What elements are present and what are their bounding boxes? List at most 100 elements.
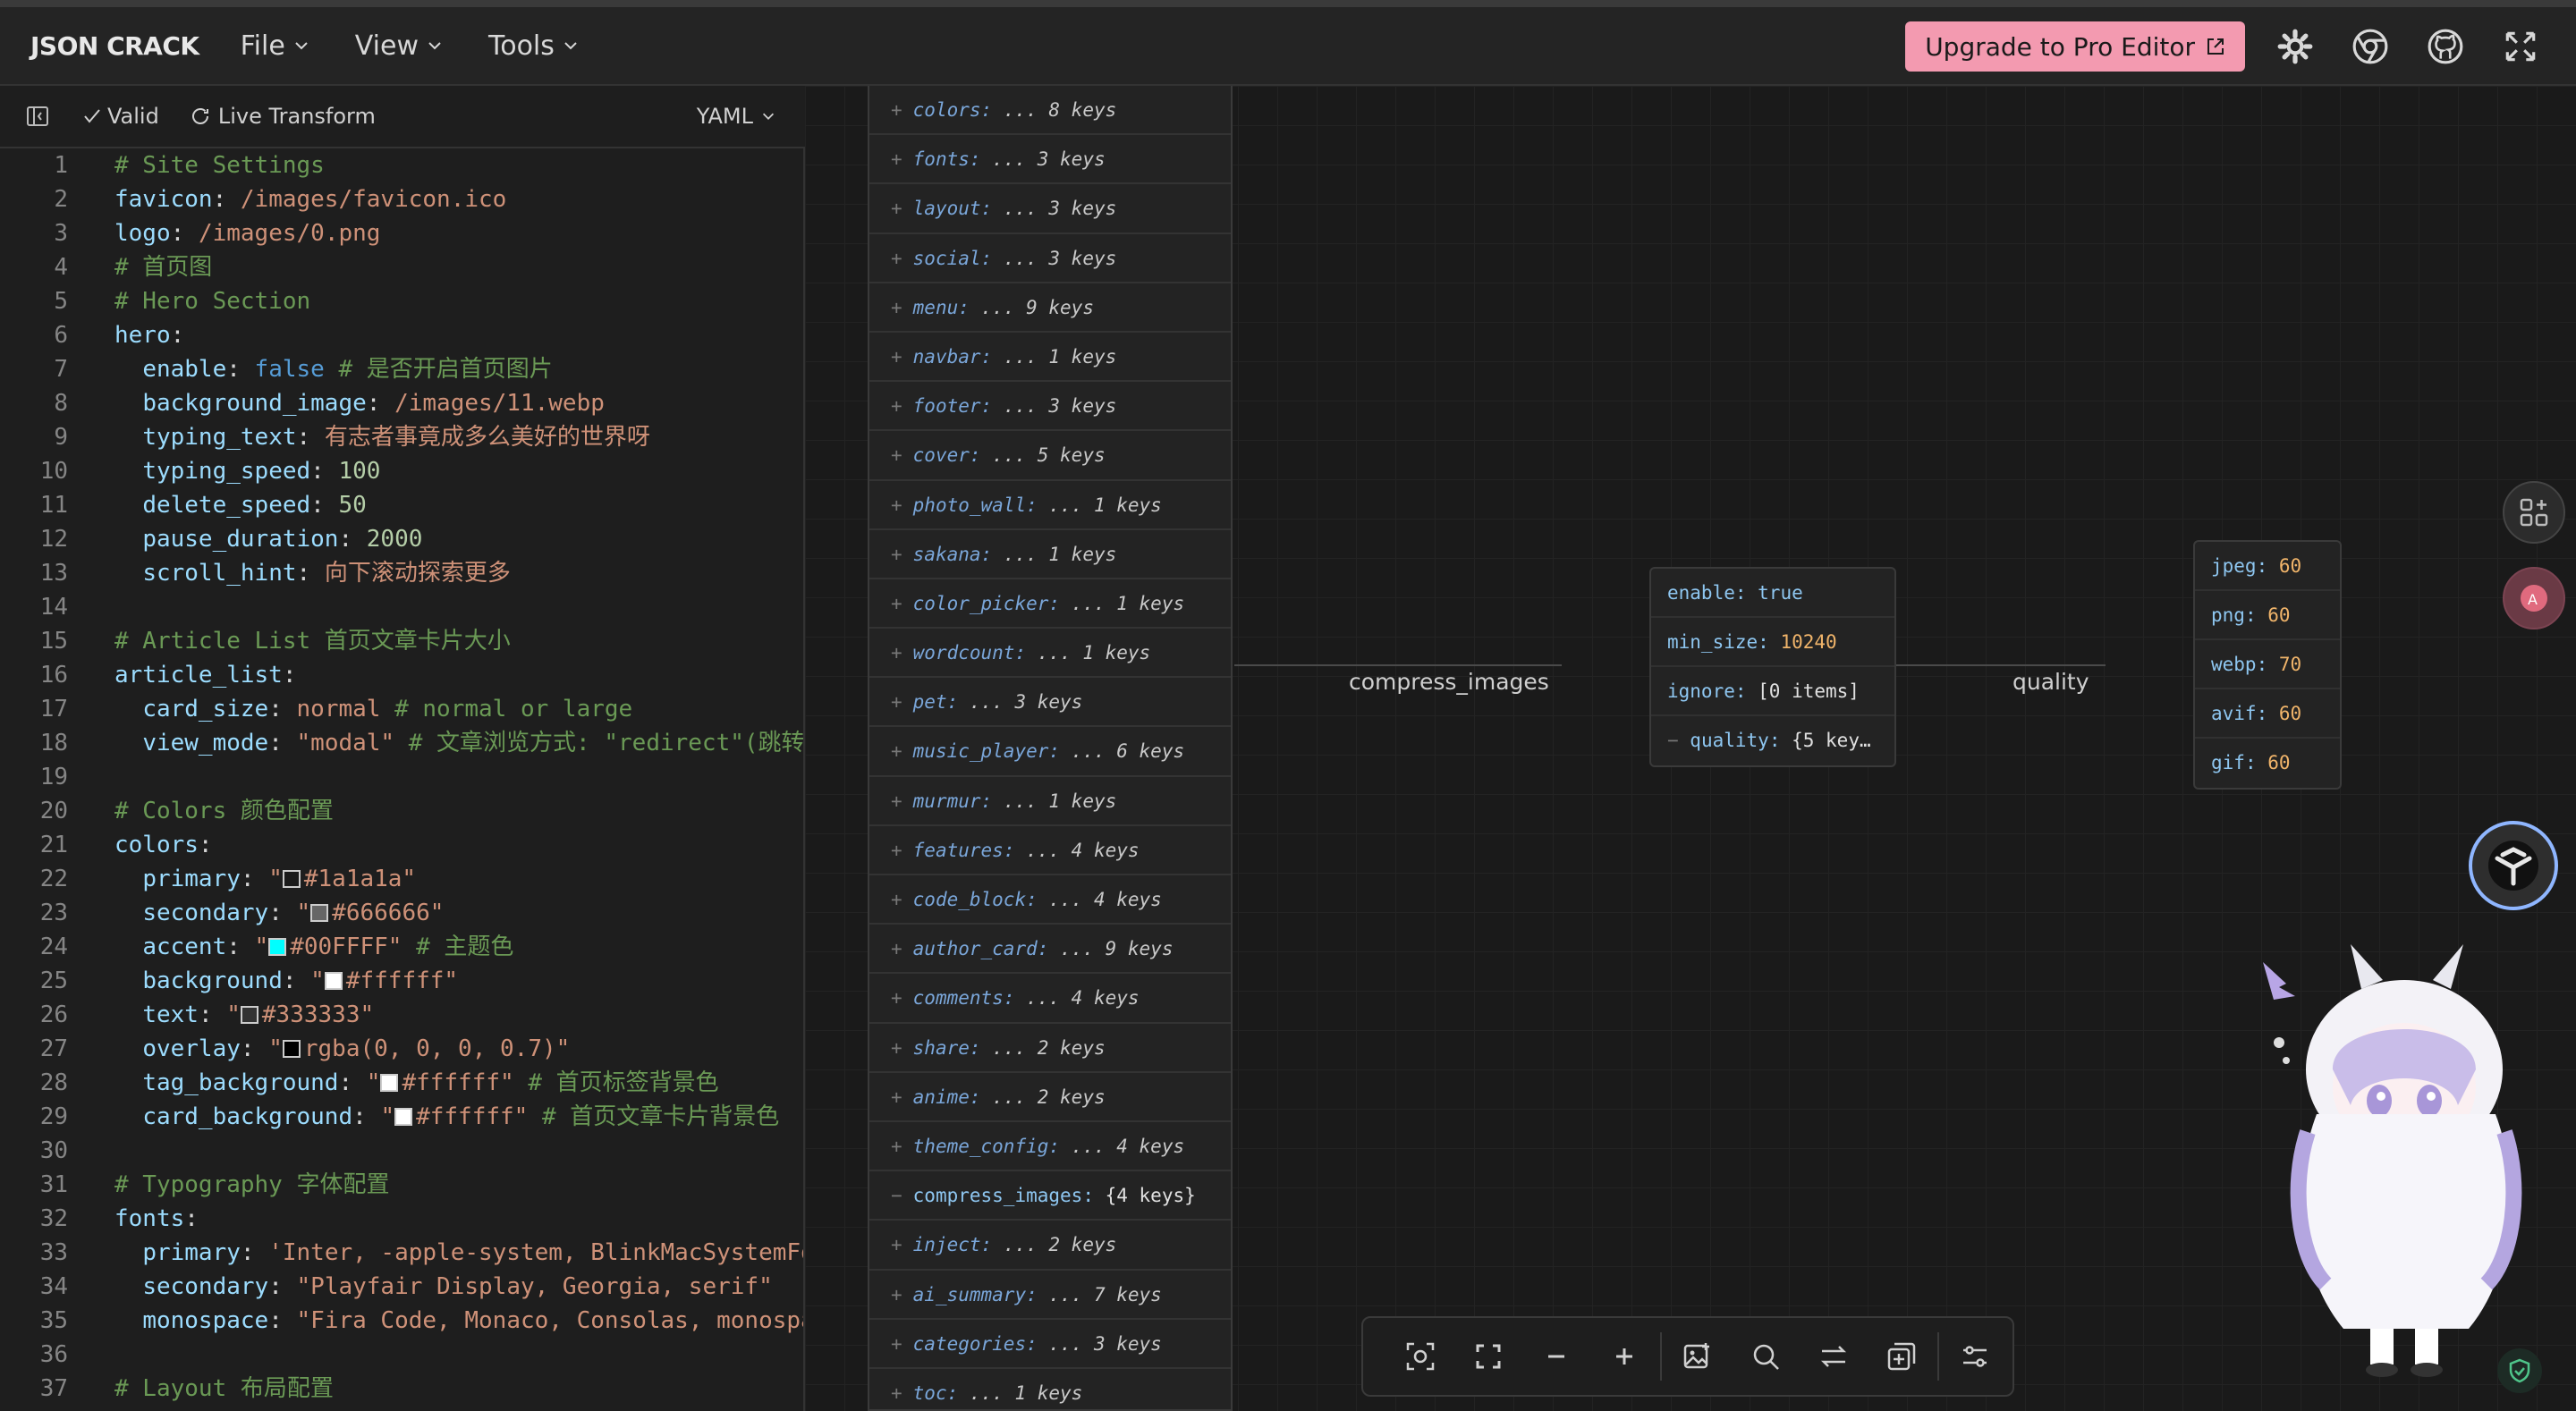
- color-swatch[interactable]: [310, 904, 329, 922]
- node-row-ai-summary[interactable]: +ai_summary: ... 7 keys: [869, 1271, 1231, 1320]
- export-image-button[interactable]: [1664, 1322, 1732, 1390]
- rotate-layout-button[interactable]: [1800, 1322, 1868, 1390]
- widget-button[interactable]: [2503, 481, 2565, 544]
- node-row-comments[interactable]: +comments: ... 4 keys: [869, 974, 1231, 1024]
- color-swatch[interactable]: [324, 972, 343, 990]
- expand-toggle-icon[interactable]: +: [891, 1086, 902, 1108]
- app-logo[interactable]: JSON CRACK: [30, 30, 199, 61]
- node-row-inject[interactable]: +inject: ... 2 keys: [869, 1221, 1231, 1271]
- field-colon: :: [2244, 604, 2268, 626]
- expand-toggle-icon[interactable]: +: [891, 444, 902, 467]
- line-content: hero:: [68, 318, 184, 352]
- color-swatch[interactable]: [394, 1108, 413, 1126]
- root-node[interactable]: +colors: ... 8 keys+fonts: ... 3 keys+la…: [868, 86, 1233, 1411]
- format-select[interactable]: YAML: [697, 104, 776, 129]
- line-content: # Layout 布局配置: [68, 1372, 334, 1406]
- mascot-character-image[interactable]: [2254, 935, 2549, 1391]
- customize-button[interactable]: [1941, 1322, 2009, 1390]
- settings-button[interactable]: [2275, 27, 2315, 66]
- menu-file[interactable]: File: [241, 30, 310, 62]
- code-token: [114, 866, 142, 892]
- expand-toggle-icon[interactable]: +: [891, 296, 902, 318]
- menu-view[interactable]: View: [355, 30, 444, 62]
- node-row-anime[interactable]: +anime: ... 2 keys: [869, 1073, 1231, 1122]
- node-row-theme-config[interactable]: +theme_config: ... 4 keys: [869, 1122, 1231, 1172]
- upgrade-pro-button[interactable]: Upgrade to Pro Editor: [1905, 21, 2245, 72]
- expand-toggle-icon[interactable]: +: [891, 1135, 902, 1157]
- color-swatch[interactable]: [268, 938, 287, 956]
- expand-toggle-icon[interactable]: +: [891, 691, 902, 714]
- fullscreen-button[interactable]: [2501, 27, 2540, 66]
- node-row-wordcount[interactable]: +wordcount: ... 1 keys: [869, 629, 1231, 679]
- security-badge[interactable]: [2497, 1348, 2542, 1393]
- zoom-out-button[interactable]: [1522, 1322, 1590, 1390]
- node-row-colors[interactable]: +colors: ... 8 keys: [869, 86, 1231, 136]
- sidebar-toggle-icon[interactable]: [25, 104, 50, 129]
- menu-tools[interactable]: Tools: [488, 30, 580, 62]
- color-swatch[interactable]: [240, 1006, 258, 1024]
- fit-view-button[interactable]: [1454, 1322, 1522, 1390]
- node-row-code-block[interactable]: +code_block: ... 4 keys: [869, 875, 1231, 925]
- translate-button[interactable]: A: [2503, 567, 2565, 629]
- node-row-toc[interactable]: +toc: ... 1 keys: [869, 1369, 1231, 1411]
- node-row-fonts[interactable]: +fonts: ... 3 keys: [869, 135, 1231, 185]
- collapse-toggle-icon[interactable]: −: [1667, 730, 1690, 751]
- expand-toggle-icon[interactable]: +: [891, 148, 902, 171]
- node-row-murmur[interactable]: +murmur: ... 1 keys: [869, 777, 1231, 826]
- expand-toggle-icon[interactable]: +: [891, 1036, 902, 1059]
- expand-toggle-icon[interactable]: +: [891, 987, 902, 1010]
- expand-toggle-icon[interactable]: +: [891, 247, 902, 269]
- node-row-photo-wall[interactable]: +photo_wall: ... 1 keys: [869, 481, 1231, 530]
- node-row-sakana[interactable]: +sakana: ... 1 keys: [869, 530, 1231, 579]
- expand-toggle-icon[interactable]: +: [891, 1381, 902, 1404]
- expand-toggle-icon[interactable]: +: [891, 494, 902, 516]
- collapse-toggle-icon[interactable]: −: [891, 1185, 902, 1207]
- node-row-navbar[interactable]: +navbar: ... 1 keys: [869, 333, 1231, 383]
- node-row-music-player[interactable]: +music_player: ... 6 keys: [869, 727, 1231, 777]
- node-row-footer[interactable]: +footer: ... 3 keys: [869, 382, 1231, 432]
- settings-icon: [2277, 29, 2313, 64]
- live-transform-toggle[interactable]: Live Transform: [190, 104, 376, 129]
- expand-toggle-icon[interactable]: +: [891, 839, 902, 861]
- expand-toggle-icon[interactable]: +: [891, 642, 902, 664]
- node-row-compress-images[interactable]: −compress_images: {4 keys}: [869, 1171, 1231, 1221]
- node-row-pet[interactable]: +pet: ... 3 keys: [869, 678, 1231, 728]
- expand-toggle-icon[interactable]: +: [891, 592, 902, 614]
- expand-toggle-icon[interactable]: +: [891, 889, 902, 910]
- zoom-in-button[interactable]: [1590, 1322, 1658, 1390]
- focus-button[interactable]: [1386, 1322, 1454, 1390]
- expand-toggle-icon[interactable]: +: [891, 99, 902, 121]
- compress-field-quality[interactable]: − quality: {5 key…: [1651, 716, 1894, 765]
- node-row-menu[interactable]: +menu: ... 9 keys: [869, 283, 1231, 333]
- color-swatch[interactable]: [282, 1040, 301, 1058]
- assistant-button[interactable]: [2469, 821, 2558, 910]
- search-button[interactable]: [1732, 1322, 1800, 1390]
- color-swatch[interactable]: [282, 870, 301, 888]
- node-row-social[interactable]: +social: ... 3 keys: [869, 234, 1231, 283]
- expand-toggle-icon[interactable]: +: [891, 1332, 902, 1355]
- collapse-button[interactable]: [1868, 1322, 1936, 1390]
- github-button[interactable]: [2426, 27, 2465, 66]
- expand-toggle-icon[interactable]: +: [891, 395, 902, 418]
- node-row-layout[interactable]: +layout: ... 3 keys: [869, 184, 1231, 234]
- node-row-share[interactable]: +share: ... 2 keys: [869, 1024, 1231, 1073]
- expand-toggle-icon[interactable]: +: [891, 740, 902, 763]
- node-row-author-card[interactable]: +author_card: ... 9 keys: [869, 925, 1231, 975]
- graph-canvas[interactable]: +colors: ... 8 keys+fonts: ... 3 keys+la…: [805, 86, 2576, 1411]
- node-row-cover[interactable]: +cover: ... 5 keys: [869, 431, 1231, 481]
- node-row-color-picker[interactable]: +color_picker: ... 1 keys: [869, 579, 1231, 629]
- chrome-extension-button[interactable]: [2351, 27, 2390, 66]
- node-row-features[interactable]: +features: ... 4 keys: [869, 826, 1231, 875]
- expand-toggle-icon[interactable]: +: [891, 543, 902, 565]
- expand-toggle-icon[interactable]: +: [891, 1234, 902, 1256]
- expand-toggle-icon[interactable]: +: [891, 938, 902, 960]
- expand-toggle-icon[interactable]: +: [891, 790, 902, 812]
- expand-toggle-icon[interactable]: +: [891, 198, 902, 220]
- expand-toggle-icon[interactable]: +: [891, 345, 902, 368]
- color-swatch[interactable]: [380, 1074, 399, 1092]
- node-row-categories[interactable]: +categories: ... 3 keys: [869, 1320, 1231, 1369]
- expand-toggle-icon[interactable]: +: [891, 1283, 902, 1305]
